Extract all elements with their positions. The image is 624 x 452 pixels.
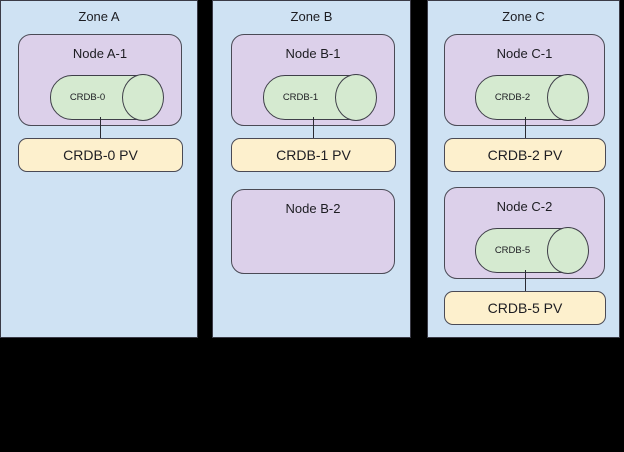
database-crdb-1[interactable]: CRDB-1 [263,74,377,121]
database-crdb-5[interactable]: CRDB-5 [475,227,589,274]
node-a-1-label: Node A-1 [72,46,128,61]
volume-crdb-1-pv[interactable]: CRDB-1 PV [231,138,396,172]
zone-b-label: Zone B [290,9,333,24]
database-cylinder-cap [335,74,377,121]
database-crdb-0-label: CRDB-0 [69,91,106,103]
database-cylinder-cap [122,74,164,121]
node-b-1-label: Node B-1 [285,46,341,61]
database-crdb-5-label: CRDB-5 [494,244,531,256]
connector-node-b-1-to-crdb-1-pv [313,117,314,138]
node-b-1-box[interactable]: Node B-1 CRDB-1 [231,34,395,126]
node-c-2-box[interactable]: Node C-2 CRDB-5 [444,187,605,279]
volume-crdb-1-pv-label: CRDB-1 PV [276,147,351,163]
connector-node-c-2-to-crdb-5-pv [525,270,526,291]
volume-crdb-5-pv-label: CRDB-5 PV [487,300,563,316]
zone-a-label: Zone A [78,9,120,24]
database-crdb-1-label: CRDB-1 [282,91,319,103]
volume-crdb-2-pv[interactable]: CRDB-2 PV [444,138,606,172]
zone-b-container: Zone B Node B-1 CRDB-1 CRDB-1 PV Node B-… [212,0,411,338]
node-c-1-label: Node C-1 [496,46,553,61]
volume-crdb-5-pv[interactable]: CRDB-5 PV [444,291,606,325]
volume-crdb-0-pv[interactable]: CRDB-0 PV [18,138,183,172]
node-a-1-box[interactable]: Node A-1 CRDB-0 [18,34,182,126]
volume-crdb-0-pv-label: CRDB-0 PV [63,147,138,163]
node-c-2-label: Node C-2 [496,199,553,214]
database-crdb-2-label: CRDB-2 [494,91,531,103]
node-c-1-box[interactable]: Node C-1 CRDB-2 [444,34,605,126]
database-crdb-2[interactable]: CRDB-2 [475,74,589,121]
zone-c-container: Zone C Node C-1 CRDB-2 CRDB-2 PV Node C-… [427,0,620,338]
database-cylinder-cap [547,74,589,121]
volume-crdb-2-pv-label: CRDB-2 PV [487,147,563,163]
zone-a-container: Zone A Node A-1 CRDB-0 CRDB-0 PV [0,0,198,338]
connector-node-c-1-to-crdb-2-pv [525,117,526,138]
node-b-2-label: Node B-2 [285,201,341,216]
node-b-2-box[interactable]: Node B-2 [231,189,395,274]
connector-node-a-1-to-crdb-0-pv [100,117,101,138]
database-cylinder-cap [547,227,589,274]
zone-c-label: Zone C [502,9,545,24]
database-crdb-0[interactable]: CRDB-0 [50,74,164,121]
